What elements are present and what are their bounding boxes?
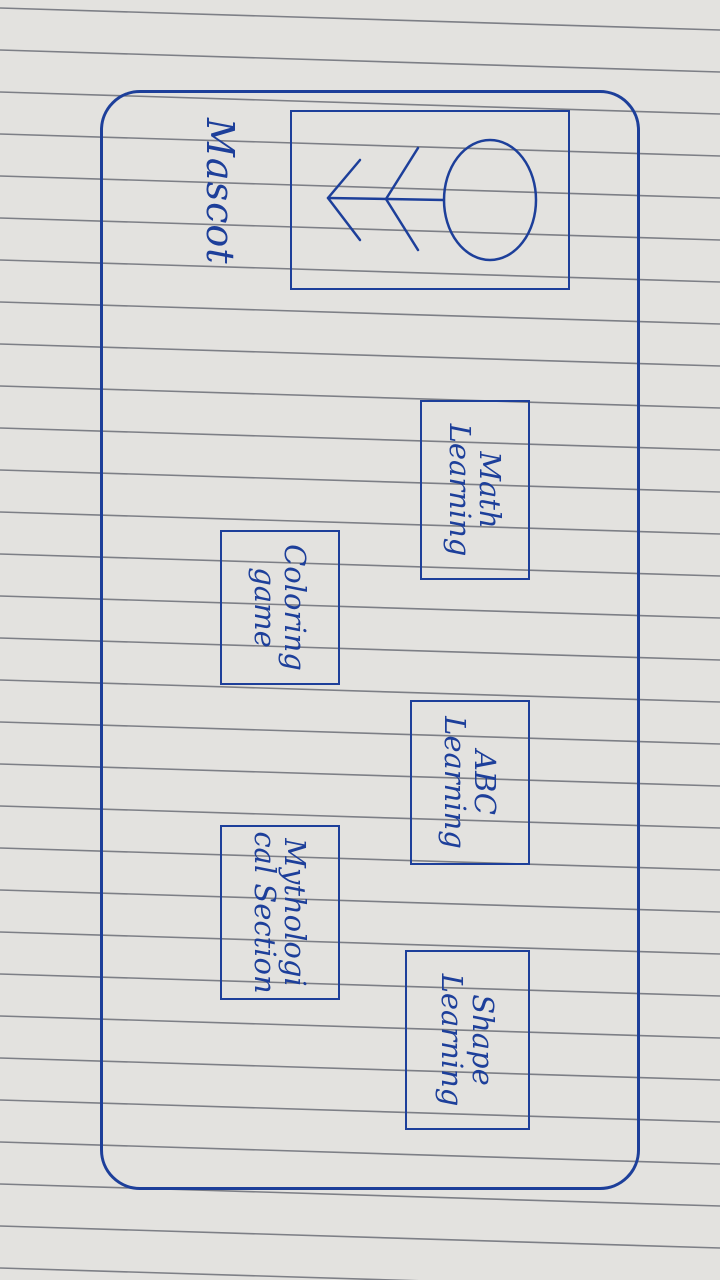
- paper-rule-line: [0, 1141, 720, 1165]
- paper-rule-line: [0, 49, 720, 73]
- paper-rule-line: [0, 595, 720, 619]
- paper-rule-line: [0, 1183, 720, 1207]
- math-learning-button[interactable]: Math Learning: [420, 400, 530, 580]
- abc-learning-button[interactable]: ABC Learning: [410, 700, 530, 865]
- paper-rule-line: [0, 721, 720, 745]
- paper-rule-line: [0, 385, 720, 409]
- paper-rule-line: [0, 91, 720, 115]
- paper-rule-line: [0, 427, 720, 451]
- paper-rule-line: [0, 847, 720, 871]
- mythological-section-button[interactable]: Mythologi cal Section: [220, 825, 340, 1000]
- paper-rule-line: [0, 511, 720, 535]
- paper-rule-line: [0, 889, 720, 913]
- paper-rule-line: [0, 217, 720, 241]
- paper-rule-line: [0, 1057, 720, 1081]
- paper-rule-line: [0, 259, 720, 283]
- paper-rule-line: [0, 1225, 720, 1249]
- paper-rule-line: [0, 1099, 720, 1123]
- mascot-leg-right: [326, 196, 362, 242]
- paper-rule-line: [0, 301, 720, 325]
- paper-rule-line: [0, 763, 720, 787]
- paper-rule-line: [0, 1267, 419, 1280]
- mascot-label: Mascot: [198, 118, 242, 265]
- paper-rule-line: [0, 469, 720, 493]
- phone-screen-frame: Mascot Math Learning ABC Learning Shape …: [100, 90, 640, 1190]
- coloring-game-button[interactable]: Coloring game: [220, 530, 340, 685]
- paper-rule-line: [0, 973, 720, 997]
- paper-rule-line: [0, 1015, 720, 1039]
- paper-rule-line: [0, 7, 720, 31]
- paper-rule-line: [0, 805, 720, 829]
- paper-rule-line: [0, 679, 720, 703]
- paper-rule-line: [0, 175, 720, 199]
- paper-rule-line: [0, 637, 720, 661]
- mascot-image-box: [290, 110, 570, 290]
- mascot-arm-right: [384, 197, 420, 252]
- mascot-head: [442, 138, 538, 262]
- shape-learning-button[interactable]: Shape Learning: [405, 950, 530, 1130]
- paper-rule-line: [0, 133, 720, 157]
- paper-rule-line: [0, 343, 720, 367]
- mascot-arm-left: [384, 146, 420, 201]
- mascot-stick-figure-icon: [326, 138, 538, 262]
- mascot-leg-left: [326, 158, 362, 200]
- paper-rule-line: [0, 553, 720, 577]
- paper-rule-line: [0, 931, 720, 955]
